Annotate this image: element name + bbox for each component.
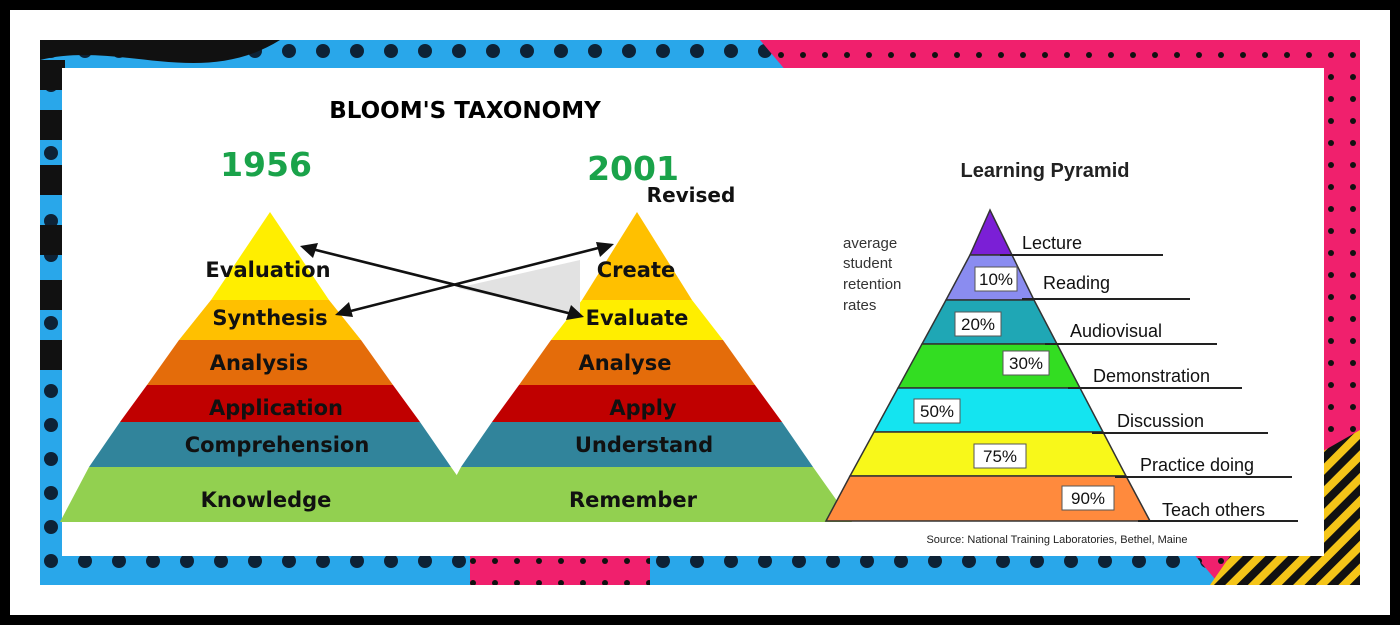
band-remember — [432, 467, 852, 522]
percent-practice: 75% — [983, 447, 1017, 466]
retention-label: average student retention rates — [843, 235, 901, 314]
band-application — [120, 385, 420, 422]
band-comprehension — [89, 422, 451, 467]
percent-discussion: 50% — [920, 402, 954, 421]
lp-level-practice: Practice doing — [1140, 455, 1254, 475]
source-note: Source: National Training Laboratories, … — [926, 534, 1187, 546]
band-create — [582, 212, 692, 300]
arrowhead-icon — [335, 302, 353, 317]
arrowhead-icon — [596, 242, 614, 257]
band-analyse — [519, 340, 755, 385]
percent-box — [1002, 350, 1050, 376]
arrow-synthesis-to-create — [338, 243, 611, 316]
leader-lines — [1000, 254, 1298, 522]
percent-box — [913, 398, 961, 424]
level-synthesis: Synthesis — [212, 306, 327, 330]
percent-box — [974, 266, 1018, 292]
arrow-evaluation-to-evaluate — [303, 245, 581, 318]
retention-label-line: rates — [843, 297, 876, 314]
level-knowledge: Knowledge — [201, 488, 332, 512]
lp-band-discussion — [872, 387, 1105, 433]
learning-pyramid-title: Learning Pyramid — [961, 160, 1130, 182]
level-understand: Understand — [575, 433, 713, 457]
percent-teach: 90% — [1071, 489, 1105, 508]
lp-level-demonstration: Demonstration — [1093, 366, 1210, 386]
band-apply — [492, 385, 782, 422]
level-analyse: Analyse — [578, 351, 671, 375]
arrowhead-icon — [566, 305, 584, 320]
percent-reading: 10% — [979, 270, 1013, 289]
band-knowledge — [60, 467, 490, 522]
level-create: Create — [597, 258, 675, 282]
lp-level-audiovisual: Audiovisual — [1070, 321, 1162, 341]
retention-label-line: student — [843, 255, 893, 272]
retention-label-line: retention — [843, 276, 901, 293]
band-synthesis — [179, 300, 361, 340]
lp-level-lecture: Lecture — [1022, 233, 1082, 253]
arrow-shading — [457, 260, 580, 315]
level-application: Application — [209, 396, 343, 420]
lp-level-reading: Reading — [1043, 273, 1110, 293]
year-2001: 2001 — [587, 149, 679, 188]
percent-box — [973, 443, 1027, 469]
level-evaluation: Evaluation — [205, 258, 330, 282]
pyramid-2001: 2001 Revised Create Evaluate Analyse App… — [432, 149, 852, 522]
level-remember: Remember — [569, 488, 698, 512]
revised-label: Revised — [647, 183, 736, 207]
level-analysis: Analysis — [210, 351, 308, 375]
percent-box — [1061, 485, 1115, 511]
lp-band-demonstration — [896, 343, 1082, 389]
band-evaluate — [551, 300, 723, 340]
mapping-arrows — [300, 242, 614, 320]
pyramid-1956: 1956 Evaluation Synthesis Analysis Appli… — [60, 145, 490, 522]
level-apply: Apply — [609, 396, 677, 420]
level-comprehension: Comprehension — [185, 433, 370, 457]
band-understand — [461, 422, 813, 467]
lp-level-discussion: Discussion — [1117, 411, 1204, 431]
band-analysis — [147, 340, 393, 385]
band-evaluation — [211, 212, 329, 300]
percent-box — [954, 311, 1002, 337]
percent-audiovisual: 20% — [961, 315, 995, 334]
learning-pyramid: Learning Pyramid average student retenti… — [824, 160, 1298, 546]
lp-level-teach: Teach others — [1162, 500, 1265, 520]
retention-label-line: average — [843, 235, 897, 252]
level-evaluate: Evaluate — [586, 306, 689, 330]
main-title: BLOOM'S TAXONOMY — [329, 98, 601, 124]
percent-demonstration: 30% — [1009, 354, 1043, 373]
year-1956: 1956 — [220, 145, 312, 184]
arrowhead-icon — [300, 243, 318, 258]
